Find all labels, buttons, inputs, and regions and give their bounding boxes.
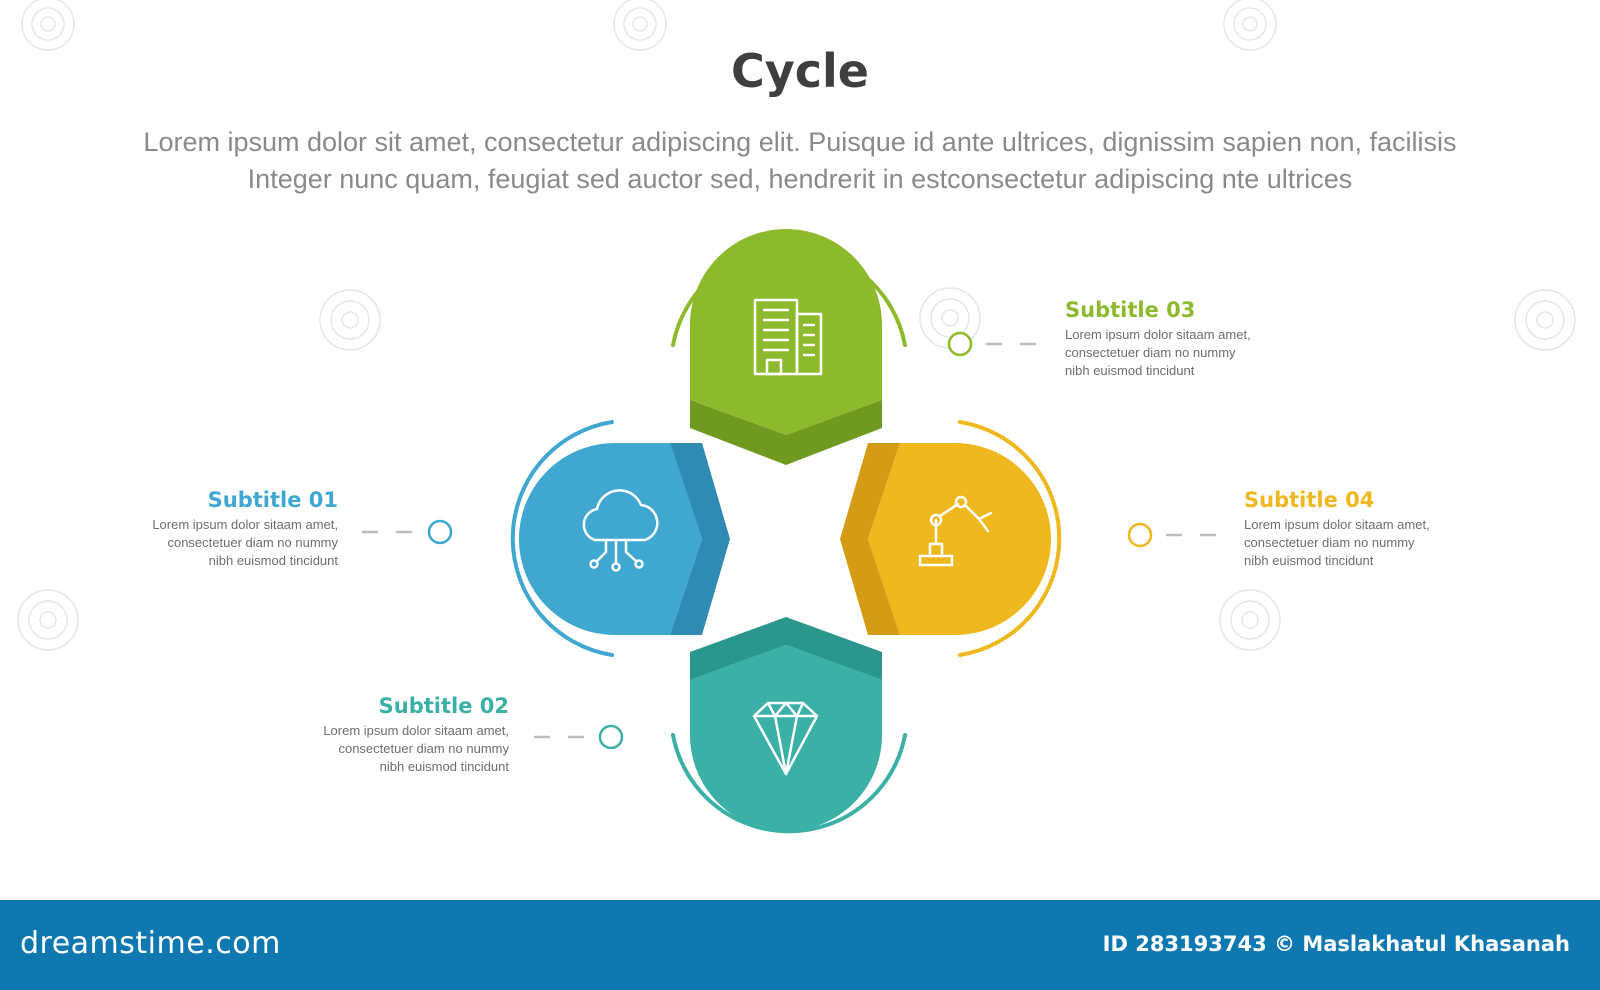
watermark-swirls [17, 0, 1576, 651]
item-04-line-2: consectetuer diam no nummy [1244, 535, 1415, 550]
item-02-line-2: consectetuer diam no nummy [338, 741, 509, 756]
image-credit: ID 283193743 © Maslakhatul Khasanah [1102, 932, 1570, 956]
description-line-2: Integer nunc quam, feugiat sed auctor se… [247, 164, 1353, 194]
item-04-line-1: Lorem ipsum dolor sitaam amet, [1244, 517, 1430, 532]
item-01-text: Lorem ipsum dolor sitaam amet, consectet… [152, 516, 338, 570]
brand-logo: dreamstime.com [20, 926, 281, 961]
diamond-icon [752, 701, 819, 776]
description-line-1: Lorem ipsum dolor sit amet, consectetur … [143, 127, 1457, 157]
item-04: Subtitle 04 Lorem ipsum dolor sitaam ame… [1244, 488, 1430, 570]
connector-02 [534, 724, 624, 750]
item-01-line-1: Lorem ipsum dolor sitaam amet, [152, 517, 338, 532]
footer-bar: dreamstime.com ID 283193743 © Maslakhatu… [0, 900, 1600, 990]
subtitle-01: Subtitle 01 [207, 488, 338, 512]
item-01-line-2: consectetuer diam no nummy [167, 535, 338, 550]
item-01: Subtitle 01 Lorem ipsum dolor sitaam ame… [152, 488, 338, 570]
subtitle-03: Subtitle 03 [1065, 298, 1196, 322]
subtitle-04: Subtitle 04 [1244, 488, 1375, 512]
building-icon [753, 298, 823, 376]
arc-bottom [671, 733, 907, 834]
item-03: Subtitle 03 Lorem ipsum dolor sitaam ame… [1065, 298, 1251, 380]
item-01-line-3: nibh euismod tincidunt [208, 553, 338, 568]
item-03-line-1: Lorem ipsum dolor sitaam amet, [1065, 327, 1251, 342]
arc-right [958, 420, 1062, 657]
item-04-text: Lorem ipsum dolor sitaam amet, consectet… [1244, 516, 1430, 570]
arc-left [510, 420, 614, 657]
subtitle-02: Subtitle 02 [378, 694, 509, 718]
page-title: Cycle [731, 44, 869, 98]
item-03-text: Lorem ipsum dolor sitaam amet, consectet… [1065, 326, 1251, 380]
item-02-text: Lorem ipsum dolor sitaam amet, consectet… [323, 722, 509, 776]
page-description: Lorem ipsum dolor sit amet, consectetur … [0, 124, 1600, 198]
item-02-line-1: Lorem ipsum dolor sitaam amet, [323, 723, 509, 738]
petal-top [690, 229, 882, 465]
petal-bottom [690, 617, 882, 831]
cloud-network-icon [582, 489, 659, 572]
connector-01 [362, 519, 453, 545]
cycle-diagram [17, 0, 1576, 834]
robot-arm-icon [918, 495, 993, 567]
item-04-line-3: nibh euismod tincidunt [1244, 553, 1374, 568]
item-03-line-2: consectetuer diam no nummy [1065, 345, 1236, 360]
item-02-line-3: nibh euismod tincidunt [379, 759, 509, 774]
connector-03 [947, 331, 1036, 357]
item-03-line-3: nibh euismod tincidunt [1065, 363, 1195, 378]
item-02: Subtitle 02 Lorem ipsum dolor sitaam ame… [323, 694, 509, 776]
petal-right [840, 443, 1051, 635]
connector-04 [1127, 522, 1216, 548]
